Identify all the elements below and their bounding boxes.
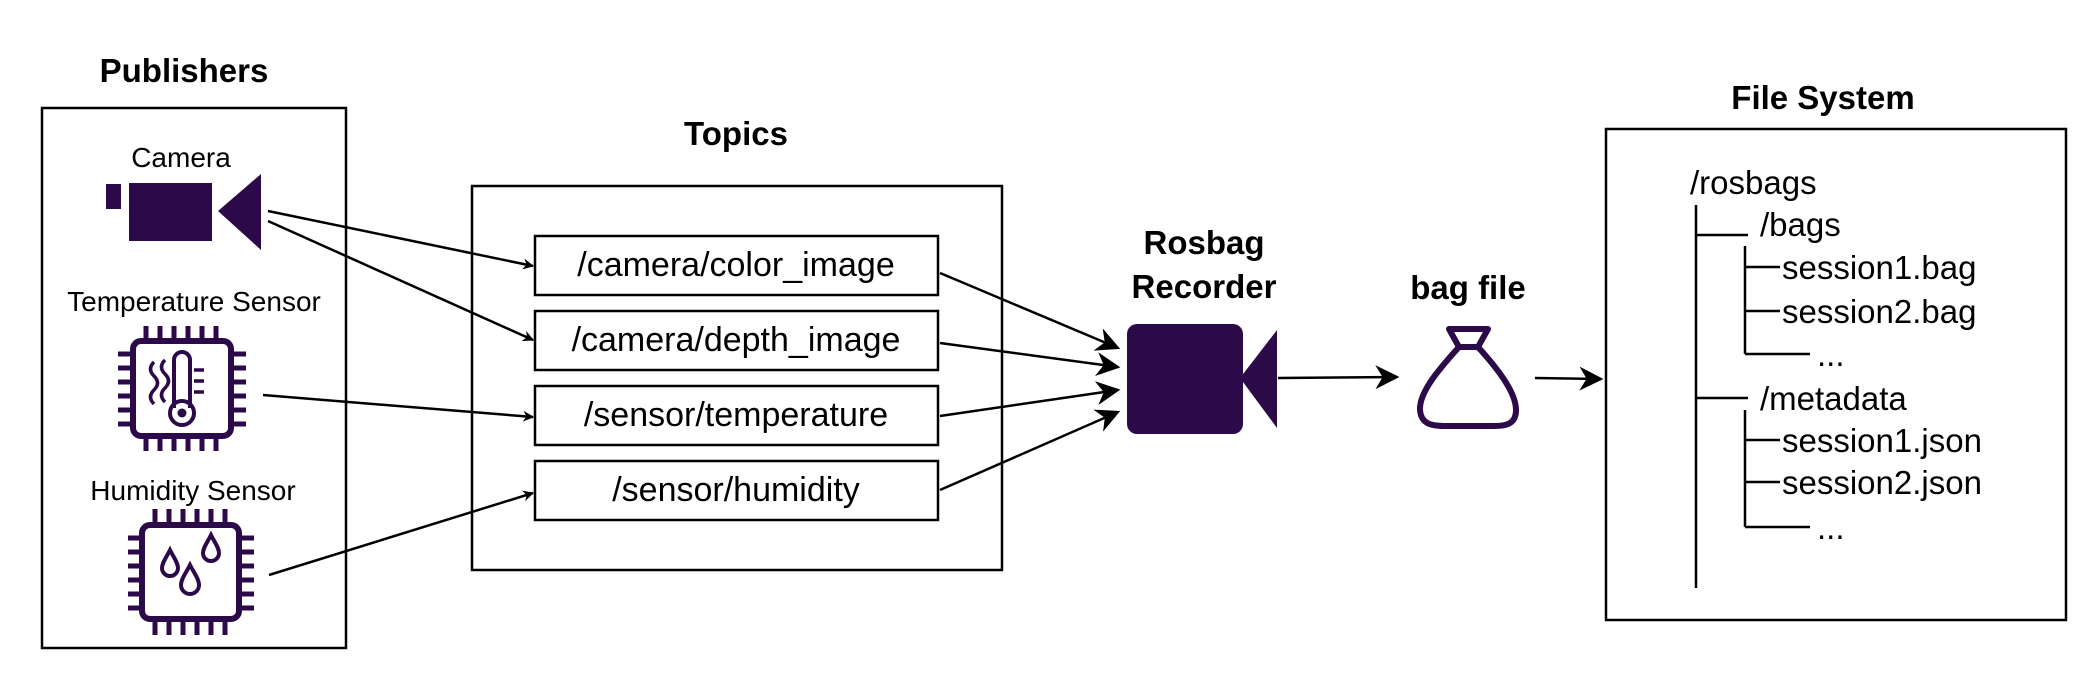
- camera-icon: [106, 174, 261, 250]
- topics-title: Topics: [684, 115, 788, 152]
- topic-box-depth-image: [533, 309, 940, 372]
- tree-item-session1-json: session1.json: [1782, 422, 1982, 459]
- bag-file-title: bag file: [1410, 269, 1526, 306]
- topic-box-humidity: [533, 459, 940, 522]
- tree-item-metadata: /metadata: [1760, 380, 1907, 417]
- humidity-chip-icon: [128, 509, 254, 635]
- tree-item-rosbags: /rosbags: [1690, 164, 1817, 201]
- publisher-label-humidity: Humidity Sensor: [90, 475, 295, 506]
- topics-box: [470, 184, 1004, 572]
- tree-item-session2-json: session2.json: [1782, 464, 1982, 501]
- edge-camera-to-color-image: [267, 209, 535, 270]
- file-system-box: [1604, 127, 2068, 622]
- edge-humidity-to-recorder: [939, 409, 1121, 492]
- bag-icon: [1417, 326, 1519, 429]
- edge-depth-image-to-recorder: [939, 341, 1121, 377]
- publisher-label-camera: Camera: [131, 142, 231, 173]
- topic-label-depth-image: /camera/depth_image: [572, 321, 901, 359]
- edge-color-image-to-recorder: [939, 271, 1121, 351]
- edge-recorder-to-bag: [1277, 365, 1400, 390]
- tree-item-bags: /bags: [1760, 206, 1841, 243]
- publishers-box: [40, 106, 348, 650]
- publishers-title: Publishers: [100, 52, 269, 89]
- file-system-title: File System: [1731, 79, 1914, 116]
- tree-item-session1-bag: session1.bag: [1782, 249, 1976, 286]
- topic-label-temperature: /sensor/temperature: [584, 396, 888, 434]
- recorder-title-line2: Recorder: [1132, 268, 1277, 305]
- tree-item-session2-bag: session2.bag: [1782, 293, 1976, 330]
- edge-bag-to-file-system: [1534, 366, 1604, 391]
- topic-label-color-image: /camera/color_image: [577, 246, 894, 284]
- recorder-title-line1: Rosbag: [1143, 224, 1264, 261]
- edge-camera-to-depth-image: [267, 219, 535, 342]
- topic-label-humidity: /sensor/humidity: [612, 471, 860, 509]
- edge-humidity-to-topic: [268, 490, 535, 577]
- edge-temperature-to-recorder: [939, 381, 1121, 418]
- edge-temperature-to-topic: [262, 393, 535, 422]
- topic-box-temperature: [533, 384, 940, 447]
- temperature-chip-icon: [118, 326, 246, 451]
- publisher-label-temperature: Temperature Sensor: [67, 286, 321, 317]
- tree-item-bags-more: ...: [1817, 336, 1845, 373]
- tree-item-metadata-more: ...: [1817, 509, 1845, 546]
- topic-box-color-image: [533, 234, 940, 297]
- file-tree-lines: [1694, 205, 1810, 588]
- recorder-camera-icon: [1127, 324, 1277, 434]
